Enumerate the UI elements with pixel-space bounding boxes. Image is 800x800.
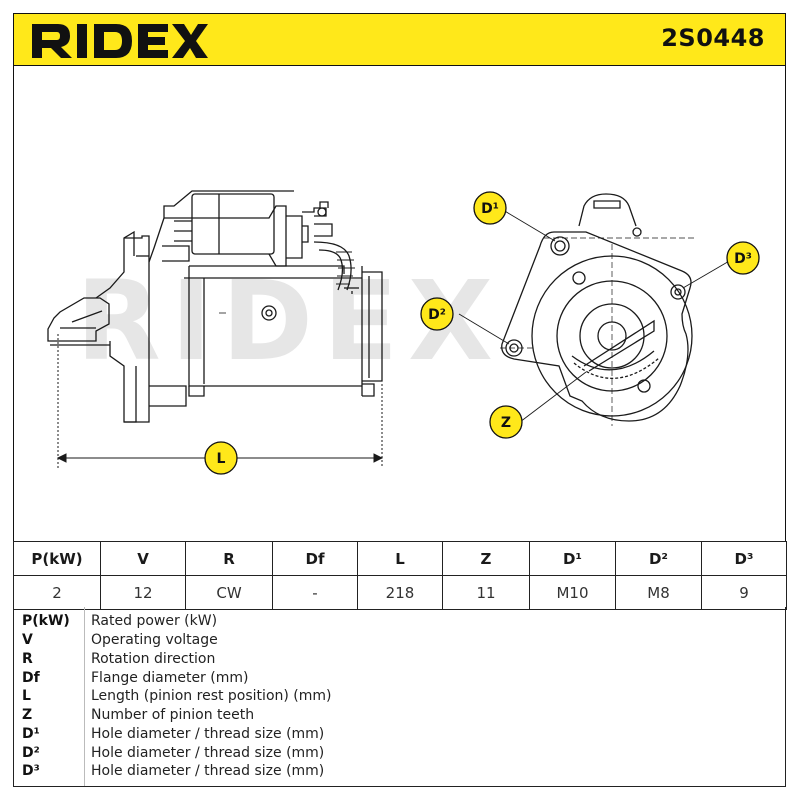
badge-d2: D² [420,297,454,331]
legend-item: P(kW) Rated power (kW) [14,612,785,630]
starter-side-view [47,190,383,423]
badge-d1-label: D¹ [481,201,499,217]
legend-description: Hole diameter / thread size (mm) [91,745,325,761]
legend-item: V Operating voltage [14,631,785,649]
spec-header-cell: P(kW) [13,541,101,576]
legend-item: R Rotation direction [14,650,785,668]
ridex-logo [32,24,208,58]
legend-item: Z Number of pinion teeth [14,706,785,724]
legend-description: Number of pinion teeth [91,707,255,723]
badge-d3: D³ [726,241,760,275]
spec-value-cell: M8 [615,575,702,610]
legend-symbol: D¹ [22,726,40,742]
badge-d2-label: D² [428,307,446,323]
legend-description: Operating voltage [91,632,218,648]
spec-header-cell: V [100,541,186,576]
legend-symbol: Z [22,707,33,723]
legend-item: L Length (pinion rest position) (mm) [14,687,785,705]
spec-header-cell: D¹ [529,541,616,576]
spec-value-cell: 218 [357,575,443,610]
badge-l-label: L [217,451,226,467]
legend-symbol: Df [22,670,40,686]
legend-divider [84,607,85,786]
legend-description: Rated power (kW) [91,613,218,629]
legend-item: D² Hole diameter / thread size (mm) [14,744,785,762]
legend-description: Rotation direction [91,651,216,667]
part-number: 2S0448 [661,24,765,52]
spec-header-cell: D² [615,541,702,576]
legend-symbol: V [22,632,33,648]
legend-description: Hole diameter / thread size (mm) [91,726,325,742]
badge-z-label: Z [501,415,511,431]
legend-item: D¹ Hole diameter / thread size (mm) [14,725,785,743]
spec-table: P(kW) V R Df L Z D¹ D² D³ 2 12 CW - 218 … [13,541,787,610]
legend-item: D³ Hole diameter / thread size (mm) [14,762,785,780]
legend-description: Hole diameter / thread size (mm) [91,763,325,779]
badge-z: Z [489,405,523,439]
spec-value-cell: M10 [529,575,616,610]
legend-symbol: D³ [22,763,40,779]
legend-description: Flange diameter (mm) [91,670,249,686]
spec-header-cell: R [185,541,273,576]
spec-header-cell: Df [272,541,358,576]
starter-front-view [501,193,693,422]
legend-symbol: L [22,688,31,704]
spec-header-cell: D³ [701,541,787,576]
spec-value-cell: - [272,575,358,610]
spec-value-cell: 9 [701,575,787,610]
spec-value-cell: 2 [13,575,101,610]
leader-lines [458,209,732,423]
center-lines [500,237,694,426]
spec-header-row: P(kW) V R Df L Z D¹ D² D³ [13,541,787,576]
legend-symbol: D² [22,745,40,761]
spec-header-cell: Z [442,541,530,576]
spec-value-row: 2 12 CW - 218 11 M10 M8 9 [13,575,787,610]
header-bar: 2S0448 [13,13,786,66]
spec-value-cell: CW [185,575,273,610]
legend-symbol: P(kW) [22,613,70,629]
spec-value-cell: 11 [442,575,530,610]
technical-drawing: RIDEX [13,66,786,542]
legend-list: P(kW) Rated power (kW) V Operating volta… [13,607,786,787]
badge-d1: D¹ [473,191,507,225]
badge-d3-label: D³ [734,251,752,267]
legend-symbol: R [22,651,33,667]
badge-l: L [204,441,238,475]
spec-header-cell: L [357,541,443,576]
legend-description: Length (pinion rest position) (mm) [91,688,332,704]
legend-item: Df Flange diameter (mm) [14,669,785,687]
spec-value-cell: 12 [100,575,186,610]
